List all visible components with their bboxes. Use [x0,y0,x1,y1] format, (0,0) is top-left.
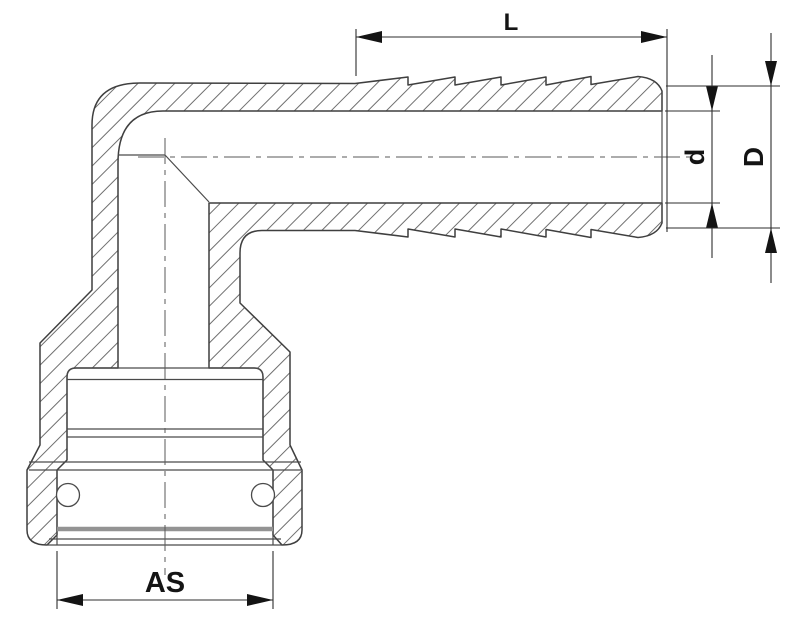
dimension-inner-diameter [665,55,720,258]
arrowhead-left [57,594,83,606]
centerlines [138,138,690,575]
arrowhead-left [356,31,382,43]
dimension-socket-width [56,551,274,609]
dimension-outer-diameter [666,33,780,283]
arrowhead-bottom [765,228,777,253]
dimension-length [355,29,668,232]
label-length: L [504,9,519,36]
arrowhead-right [247,594,273,606]
arrowhead-top [765,61,777,86]
arrowhead-bottom [706,203,718,228]
side-hole-right [250,482,276,508]
side-hole-left [55,482,81,508]
label-inner-diameter: d [680,149,710,166]
arrowhead-right [641,31,667,43]
bore-chamfer-edge [164,154,210,203]
label-socket-width: AS [145,567,185,599]
upper-wall-section [26,75,663,546]
side-holes [55,482,276,508]
label-outer-diameter: D [738,147,769,167]
arrowhead-top [706,86,718,111]
